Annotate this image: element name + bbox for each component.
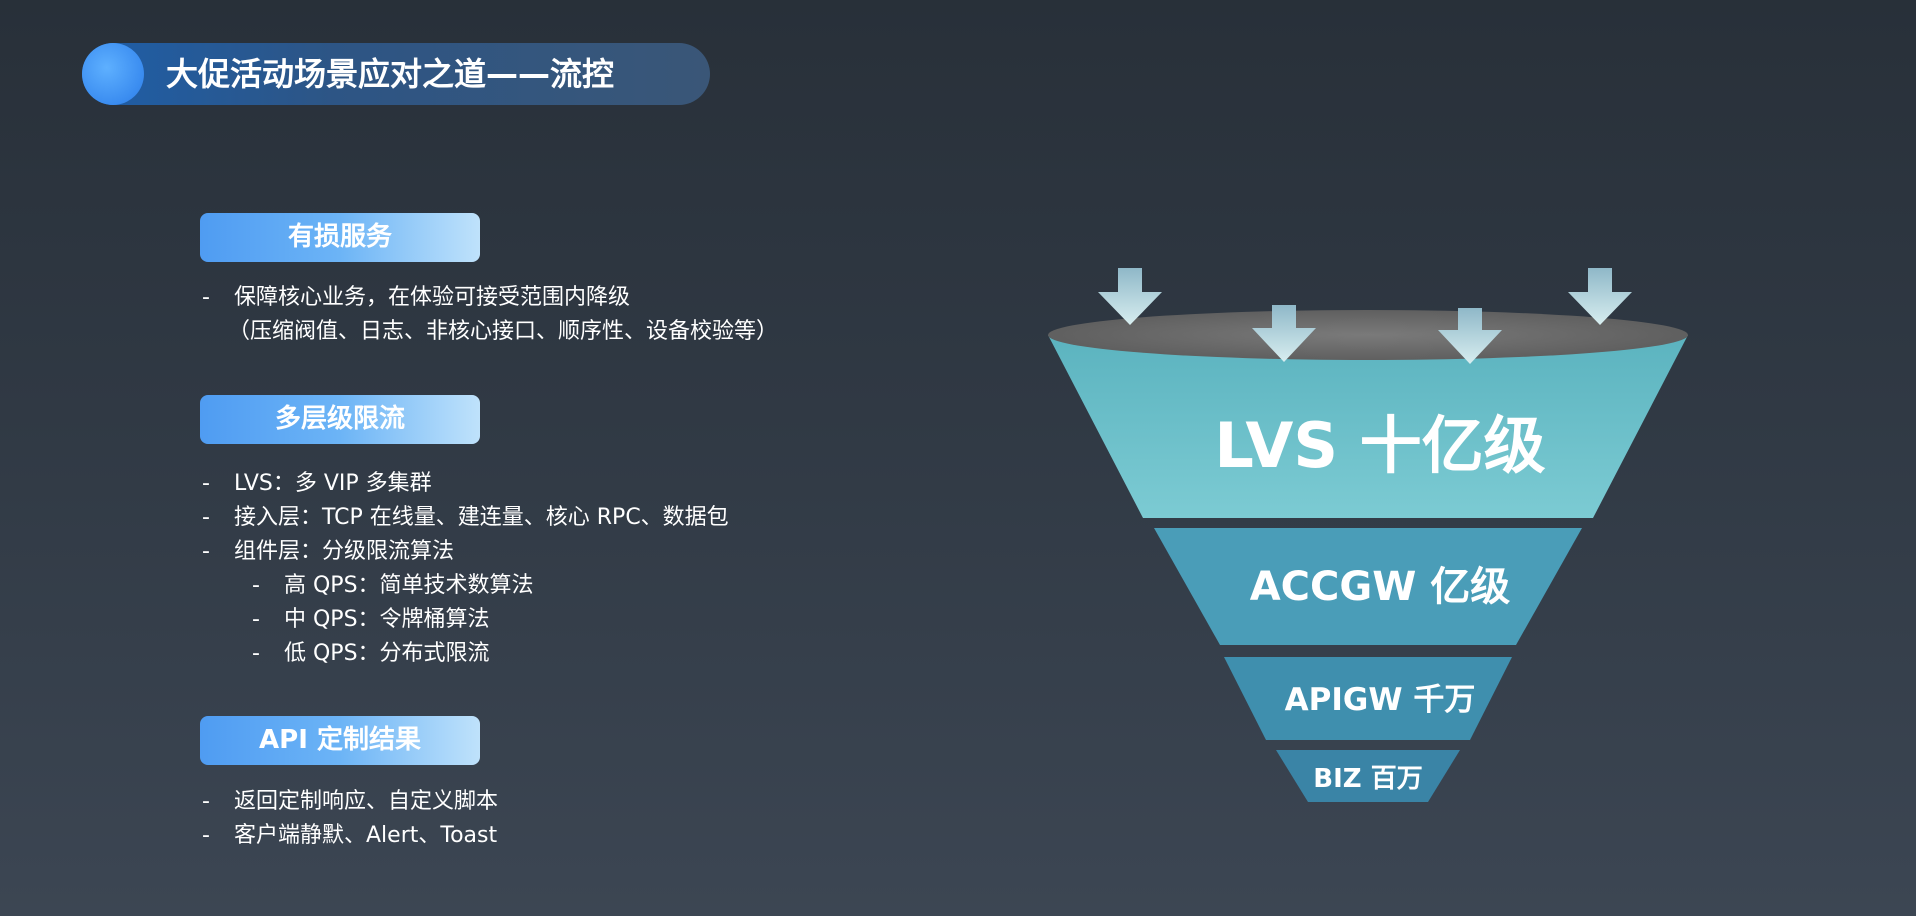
down-arrow-icon <box>1252 305 1316 362</box>
section-list-api-custom: -返回定制响应、自定义脚本 -客户端静默、Alert、Toast <box>200 785 498 853</box>
list-item: -返回定制响应、自定义脚本 <box>202 789 499 814</box>
funnel-layer-apigw <box>1224 657 1512 740</box>
funnel-label-accgw: ACCGW 亿级 <box>1250 564 1511 610</box>
list-item: -组件层：分级限流算法 <box>202 539 455 564</box>
list-item: -接入层：TCP 在线量、建连量、核心 RPC、数据包 <box>202 505 729 530</box>
down-arrow-icon <box>1438 308 1502 364</box>
section-badge-lossy-service: 有损服务 <box>200 213 480 262</box>
funnel-label-biz: BIZ 百万 <box>1313 764 1422 794</box>
page-title: 大促活动场景应对之道——流控 <box>166 55 615 93</box>
section-list-multilevel-limit: -LVS：多 VIP 多集群 -接入层：TCP 在线量、建连量、核心 RPC、数… <box>200 467 729 671</box>
list-item: -LVS：多 VIP 多集群 <box>202 471 432 496</box>
list-item: -高 QPS：简单技术数算法 <box>252 573 534 598</box>
title-dot-icon <box>82 43 144 105</box>
list-item: （压缩阀值、日志、非核心接口、顺序性、设备校验等） <box>228 319 779 344</box>
list-item: -客户端静默、Alert、Toast <box>202 823 498 848</box>
title-banner <box>82 43 710 105</box>
funnel-layer-accgw <box>1154 528 1582 645</box>
list-item: -低 QPS：分布式限流 <box>252 641 490 666</box>
section-list-lossy-service: -保障核心业务，在体验可接受范围内降级 （压缩阀值、日志、非核心接口、顺序性、设… <box>200 281 778 349</box>
funnel-label-lvs: LVS 十亿级 <box>1214 409 1545 482</box>
list-item: -中 QPS：令牌桶算法 <box>252 607 490 632</box>
funnel-label-apigw: APIGW 千万 <box>1285 682 1476 718</box>
list-item: -保障核心业务，在体验可接受范围内降级 <box>202 285 631 310</box>
section-badge-api-custom: API 定制结果 <box>200 716 480 765</box>
funnel-layer-lvs <box>1048 335 1688 518</box>
down-arrow-icon <box>1098 268 1162 325</box>
down-arrow-icon <box>1568 268 1632 325</box>
funnel-layer-biz <box>1276 750 1460 802</box>
funnel-top-rim <box>1048 310 1688 360</box>
section-badge-multilevel-limit: 多层级限流 <box>200 395 480 444</box>
